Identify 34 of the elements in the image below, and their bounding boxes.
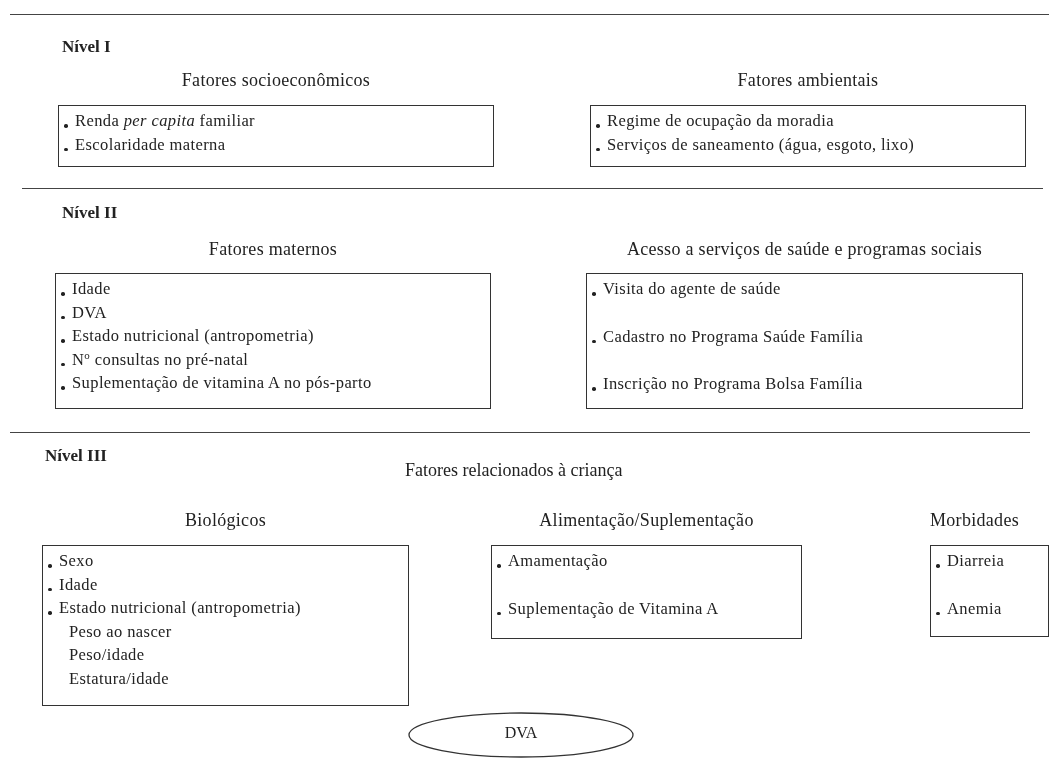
group-heading: Biológicos bbox=[185, 510, 266, 530]
sub-item-text: Estatura/idade bbox=[68, 667, 169, 690]
list-item: Amamentação bbox=[496, 549, 608, 573]
list-item: Regime de ocupação da moradia bbox=[595, 109, 834, 133]
list-item: Serviços de saneamento (água, esgoto, lixo) bbox=[595, 132, 915, 156]
list-item: Cadastro no Programa Saúde Família bbox=[591, 324, 864, 348]
list-item: Renda per capita familiar bbox=[63, 109, 255, 133]
list-item: Suplementação de vitamina A no pós-parto bbox=[60, 371, 372, 395]
group-heading: Morbidades bbox=[930, 510, 1019, 530]
ellipse-node: DVA bbox=[408, 712, 634, 758]
list-item: Estado nutricional (antropometria) bbox=[60, 324, 314, 348]
list-item: Inscrição no Programa Bolsa Família bbox=[591, 372, 863, 396]
list-item: Sexo bbox=[47, 549, 94, 573]
level-heading: Nível II bbox=[62, 203, 118, 223]
group-heading: Alimentação/Suplementação bbox=[539, 510, 754, 530]
list-item: Visita do agente de saúde bbox=[591, 277, 781, 301]
list-item: Estado nutricional (antropometria) bbox=[47, 596, 301, 620]
list-item: Anemia bbox=[935, 596, 1002, 620]
list-item: Escolaridade materna bbox=[63, 132, 226, 156]
list-item: Suplementação de Vitamina A bbox=[496, 596, 719, 620]
group-heading: Fatores socioeconômicos bbox=[181, 70, 371, 90]
list-item: Idade bbox=[60, 277, 111, 301]
sub-item-text: Peso/idade bbox=[68, 644, 145, 666]
list-item: Diarreia bbox=[935, 549, 1005, 573]
level-heading: Nível III bbox=[45, 446, 107, 466]
group-heading: Fatores ambientais bbox=[737, 70, 879, 90]
list-item: N$^{o}$ consultas no pré-natal bbox=[60, 347, 249, 371]
group-heading: Acesso a serviços de saúde e programas sociais bbox=[626, 239, 983, 259]
list-item: DVA bbox=[60, 300, 107, 324]
group-heading: Fatores maternos bbox=[208, 239, 338, 259]
sub-item-text: Peso ao nascer bbox=[68, 620, 172, 643]
list-item: Idade bbox=[47, 572, 98, 596]
section-heading: Fatores relacionados à criança bbox=[405, 460, 623, 481]
level-heading: Nível I bbox=[62, 37, 111, 57]
